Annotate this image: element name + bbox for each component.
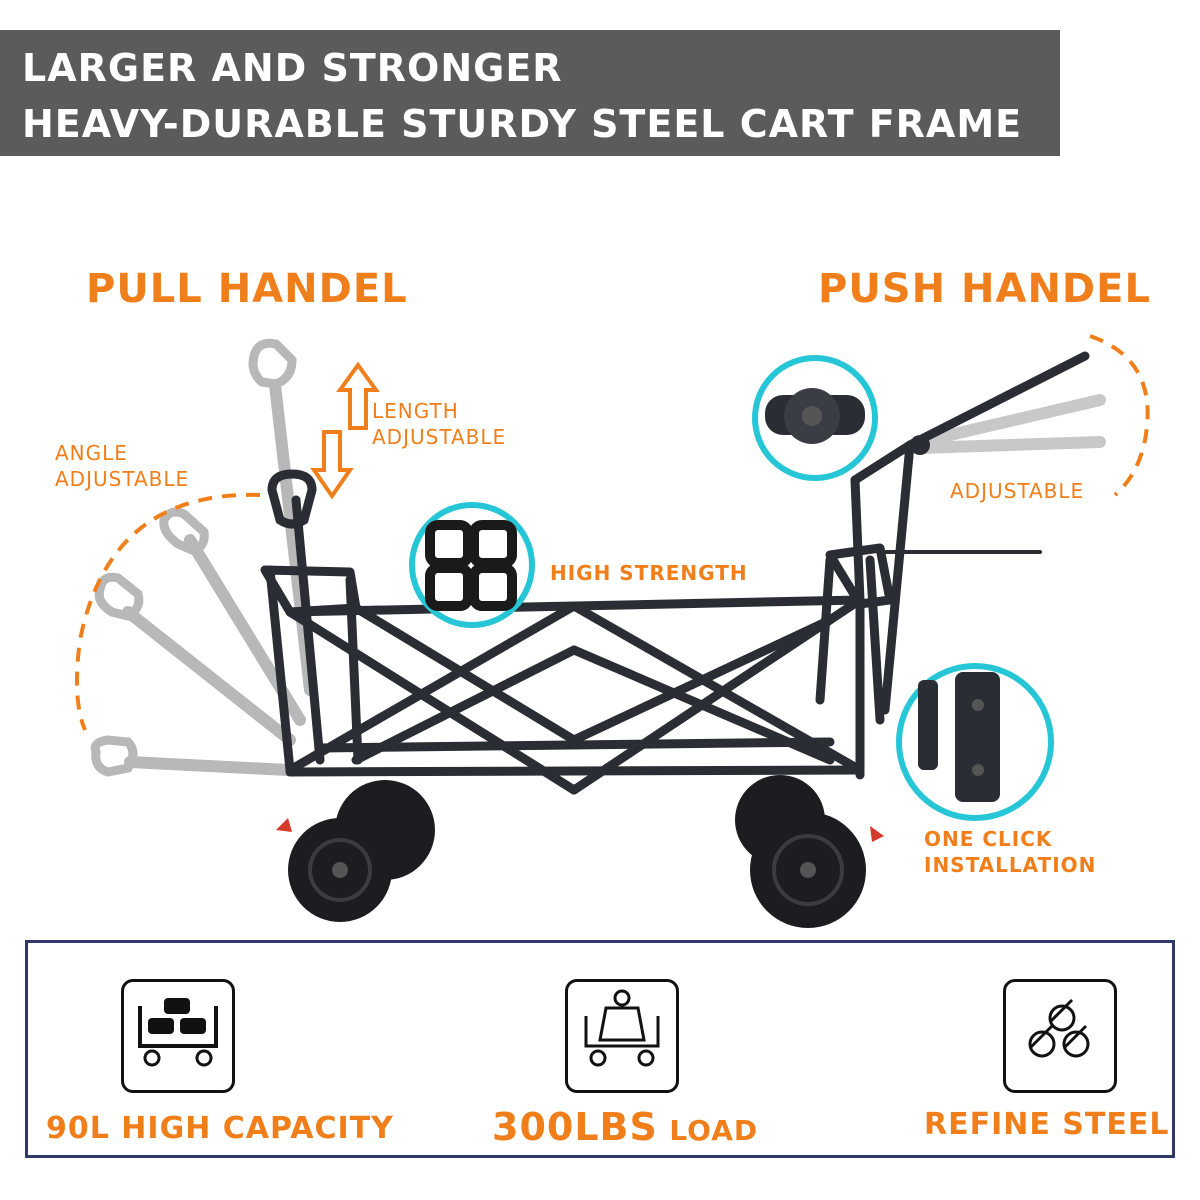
steel-label: REFINE STEEL bbox=[924, 1107, 1170, 1142]
handle-joint bbox=[910, 435, 930, 455]
knob-detail-circle bbox=[752, 355, 878, 481]
one-click-line1: ONE CLICK bbox=[924, 827, 1053, 851]
angle-label-line2: ADJUSTABLE bbox=[55, 467, 190, 491]
angle-arc bbox=[74, 492, 261, 731]
clip-detail-circle bbox=[896, 663, 1054, 821]
ghost-push-handles bbox=[914, 394, 1106, 454]
load-unit: LOAD bbox=[669, 1114, 759, 1147]
load-value: 300LBS bbox=[492, 1105, 658, 1149]
cart-weight-icon bbox=[565, 979, 679, 1093]
cart-illustration bbox=[74, 334, 1150, 928]
capacity-label: 90L HIGH CAPACITY bbox=[46, 1111, 394, 1146]
length-arrows-icon bbox=[310, 361, 380, 500]
length-label-line1: LENGTH bbox=[372, 399, 459, 423]
wheels bbox=[276, 775, 884, 928]
length-adjustable-label: LENGTH ADJUSTABLE bbox=[372, 398, 506, 450]
push-arc bbox=[1089, 334, 1150, 497]
ghost-handle-grips bbox=[90, 338, 297, 777]
steel-pipes-icon bbox=[1003, 979, 1117, 1093]
adjustable-label: ADJUSTABLE bbox=[950, 479, 1085, 503]
tubes-detail-circle bbox=[409, 502, 535, 628]
one-click-line2: INSTALLATION bbox=[924, 853, 1097, 877]
pull-handle-heading: PULL HANDEL bbox=[86, 266, 408, 312]
angle-label-line1: ANGLE bbox=[55, 441, 128, 465]
push-handle-heading: PUSH HANDEL bbox=[818, 266, 1151, 312]
cart-boxes-icon bbox=[121, 979, 235, 1093]
feature-panel: 90L HIGH CAPACITY 300LBS LOAD REFINE STE… bbox=[25, 940, 1175, 1158]
one-click-label: ONE CLICK INSTALLATION bbox=[924, 826, 1096, 878]
banner-title-line2: HEAVY-DURABLE STURDY STEEL CART FRAME bbox=[22, 102, 1023, 146]
header-banner: LARGER AND STRONGER HEAVY-DURABLE STURDY… bbox=[0, 30, 1060, 156]
high-strength-label: HIGH STRENGTH bbox=[550, 561, 748, 585]
load-label: 300LBS LOAD bbox=[492, 1105, 758, 1149]
pull-grip bbox=[267, 469, 317, 529]
angle-adjustable-label: ANGLE ADJUSTABLE bbox=[55, 440, 189, 492]
banner-title-line1: LARGER AND STRONGER bbox=[22, 46, 563, 90]
length-label-line2: ADJUSTABLE bbox=[372, 425, 507, 449]
